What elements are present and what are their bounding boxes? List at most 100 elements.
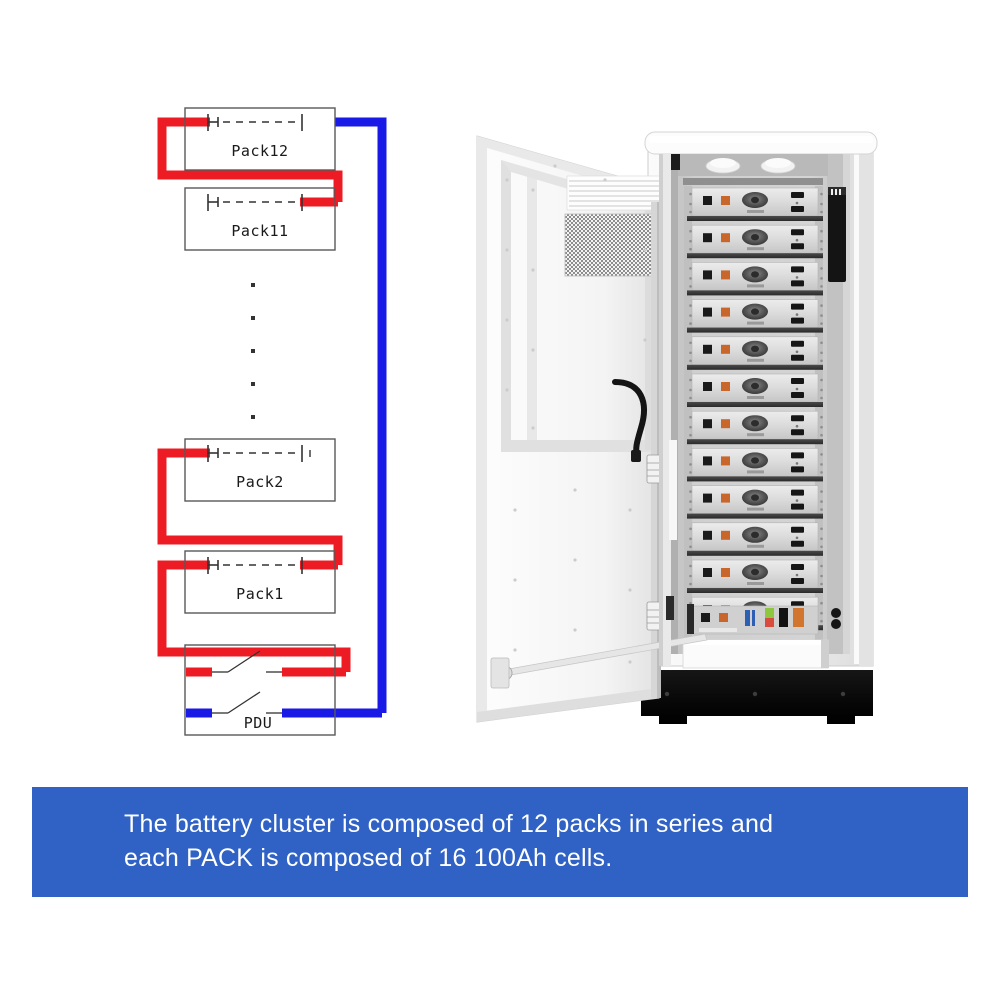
module-black-button[interactable] <box>703 233 712 243</box>
module-terminal <box>791 354 804 361</box>
module-brand-mark <box>747 396 764 399</box>
battery-module[interactable] <box>687 373 823 407</box>
rack-mounting-rails <box>684 186 823 644</box>
positive-wire-red <box>157 117 351 677</box>
caption-line-1: The battery cluster is composed of 12 pa… <box>124 810 774 839</box>
panel-orange-terminal[interactable] <box>793 608 804 627</box>
caption-banner: The battery cluster is composed of 12 pa… <box>32 787 968 897</box>
module-brand-mark <box>747 507 764 511</box>
module-black-button[interactable] <box>703 344 712 354</box>
module-terminal <box>791 243 804 250</box>
battery-cluster-schematic: Pack12 Pack11 <box>150 100 410 770</box>
pdu-box: PDU <box>184 644 336 736</box>
door-screws <box>505 164 647 664</box>
bottom-tray <box>682 639 829 669</box>
module-orange-button[interactable] <box>721 530 730 540</box>
module-terminal <box>791 415 804 422</box>
cabinet-plinth <box>641 670 873 724</box>
ceiling-device-2 <box>760 158 796 174</box>
module-black-button[interactable] <box>703 196 712 205</box>
pack-label-pack12: Pack12 <box>231 142 288 160</box>
module-brand-mark <box>747 247 764 251</box>
module-terminal <box>791 503 804 510</box>
module-orange-button[interactable] <box>721 270 730 280</box>
module-black-button[interactable] <box>703 568 712 577</box>
module-terminal <box>791 578 804 584</box>
module-terminal <box>791 489 804 496</box>
panel-red-indicator <box>765 618 774 627</box>
door-mesh-panel <box>564 213 664 277</box>
module-terminal <box>791 452 804 459</box>
module-brand-mark <box>747 321 764 325</box>
pack-label-pack11: Pack11 <box>231 222 288 240</box>
module-terminal <box>791 317 804 324</box>
battery-cabinet-photo <box>455 110 895 755</box>
panel-orange-button[interactable] <box>719 613 728 622</box>
pack-label-pack2: Pack2 <box>236 473 284 491</box>
battery-module[interactable] <box>687 336 823 370</box>
module-brand-mark <box>747 210 764 213</box>
module-black-button[interactable] <box>703 419 712 429</box>
module-black-button[interactable] <box>703 456 712 466</box>
ceiling-device-1 <box>705 158 741 174</box>
module-black-button[interactable] <box>703 270 712 280</box>
battery-module[interactable] <box>687 224 823 259</box>
module-brand-mark <box>747 284 764 288</box>
module-terminal <box>791 229 804 236</box>
module-terminal <box>791 192 804 198</box>
module-orange-button[interactable] <box>721 456 730 466</box>
module-terminal <box>791 266 804 273</box>
negative-wire-blue <box>186 117 387 718</box>
pack-box-pack2: Pack2 <box>184 438 336 502</box>
module-brand-mark <box>747 544 764 548</box>
cabinet-front-frame <box>659 154 677 666</box>
ellipsis-dots <box>251 283 255 419</box>
pack-box-pack11: Pack11 <box>184 187 336 251</box>
module-brand-mark <box>747 358 764 362</box>
module-orange-button[interactable] <box>721 196 730 205</box>
panel-black-button[interactable] <box>701 613 710 622</box>
battery-module[interactable] <box>687 448 823 482</box>
battery-module[interactable] <box>687 262 823 296</box>
module-terminal <box>791 564 804 570</box>
panel-round-connector-1 <box>831 608 841 618</box>
bottom-control-panel <box>687 604 841 635</box>
battery-module[interactable] <box>687 299 823 333</box>
module-brand-mark <box>747 582 764 585</box>
panel-blue-terminal-2 <box>752 610 755 626</box>
module-orange-button[interactable] <box>721 233 730 243</box>
module-brand-mark <box>747 433 764 437</box>
module-terminal <box>791 378 804 384</box>
module-black-button[interactable] <box>703 493 712 503</box>
panel-blue-terminal <box>745 610 750 626</box>
battery-module[interactable] <box>687 559 823 593</box>
module-terminal <box>791 392 804 398</box>
battery-module-stack <box>687 187 823 631</box>
module-black-button[interactable] <box>703 307 712 317</box>
module-brand-mark <box>747 470 764 474</box>
module-black-button[interactable] <box>703 530 712 540</box>
battery-module[interactable] <box>687 410 823 445</box>
module-terminal <box>791 303 804 310</box>
module-terminal <box>791 280 804 287</box>
door-bottom-bracket <box>490 657 510 689</box>
cabinet-top-cap <box>644 131 878 155</box>
pdu-label: PDU <box>244 714 273 732</box>
battery-module[interactable] <box>687 522 823 556</box>
module-orange-button[interactable] <box>721 568 730 577</box>
battery-module[interactable] <box>687 187 823 221</box>
module-black-button[interactable] <box>703 382 712 391</box>
pack-box-pack12: Pack12 <box>184 107 336 171</box>
module-terminal <box>791 340 804 347</box>
module-orange-button[interactable] <box>721 307 730 317</box>
module-orange-button[interactable] <box>721 419 730 429</box>
door-cable <box>612 379 647 459</box>
panel-round-connector-2 <box>831 619 841 629</box>
panel-black-breaker[interactable] <box>779 608 788 627</box>
module-orange-button[interactable] <box>721 344 730 354</box>
module-orange-button[interactable] <box>721 382 730 391</box>
battery-module[interactable] <box>687 485 823 519</box>
module-terminal <box>791 540 804 547</box>
module-orange-button[interactable] <box>721 493 730 503</box>
